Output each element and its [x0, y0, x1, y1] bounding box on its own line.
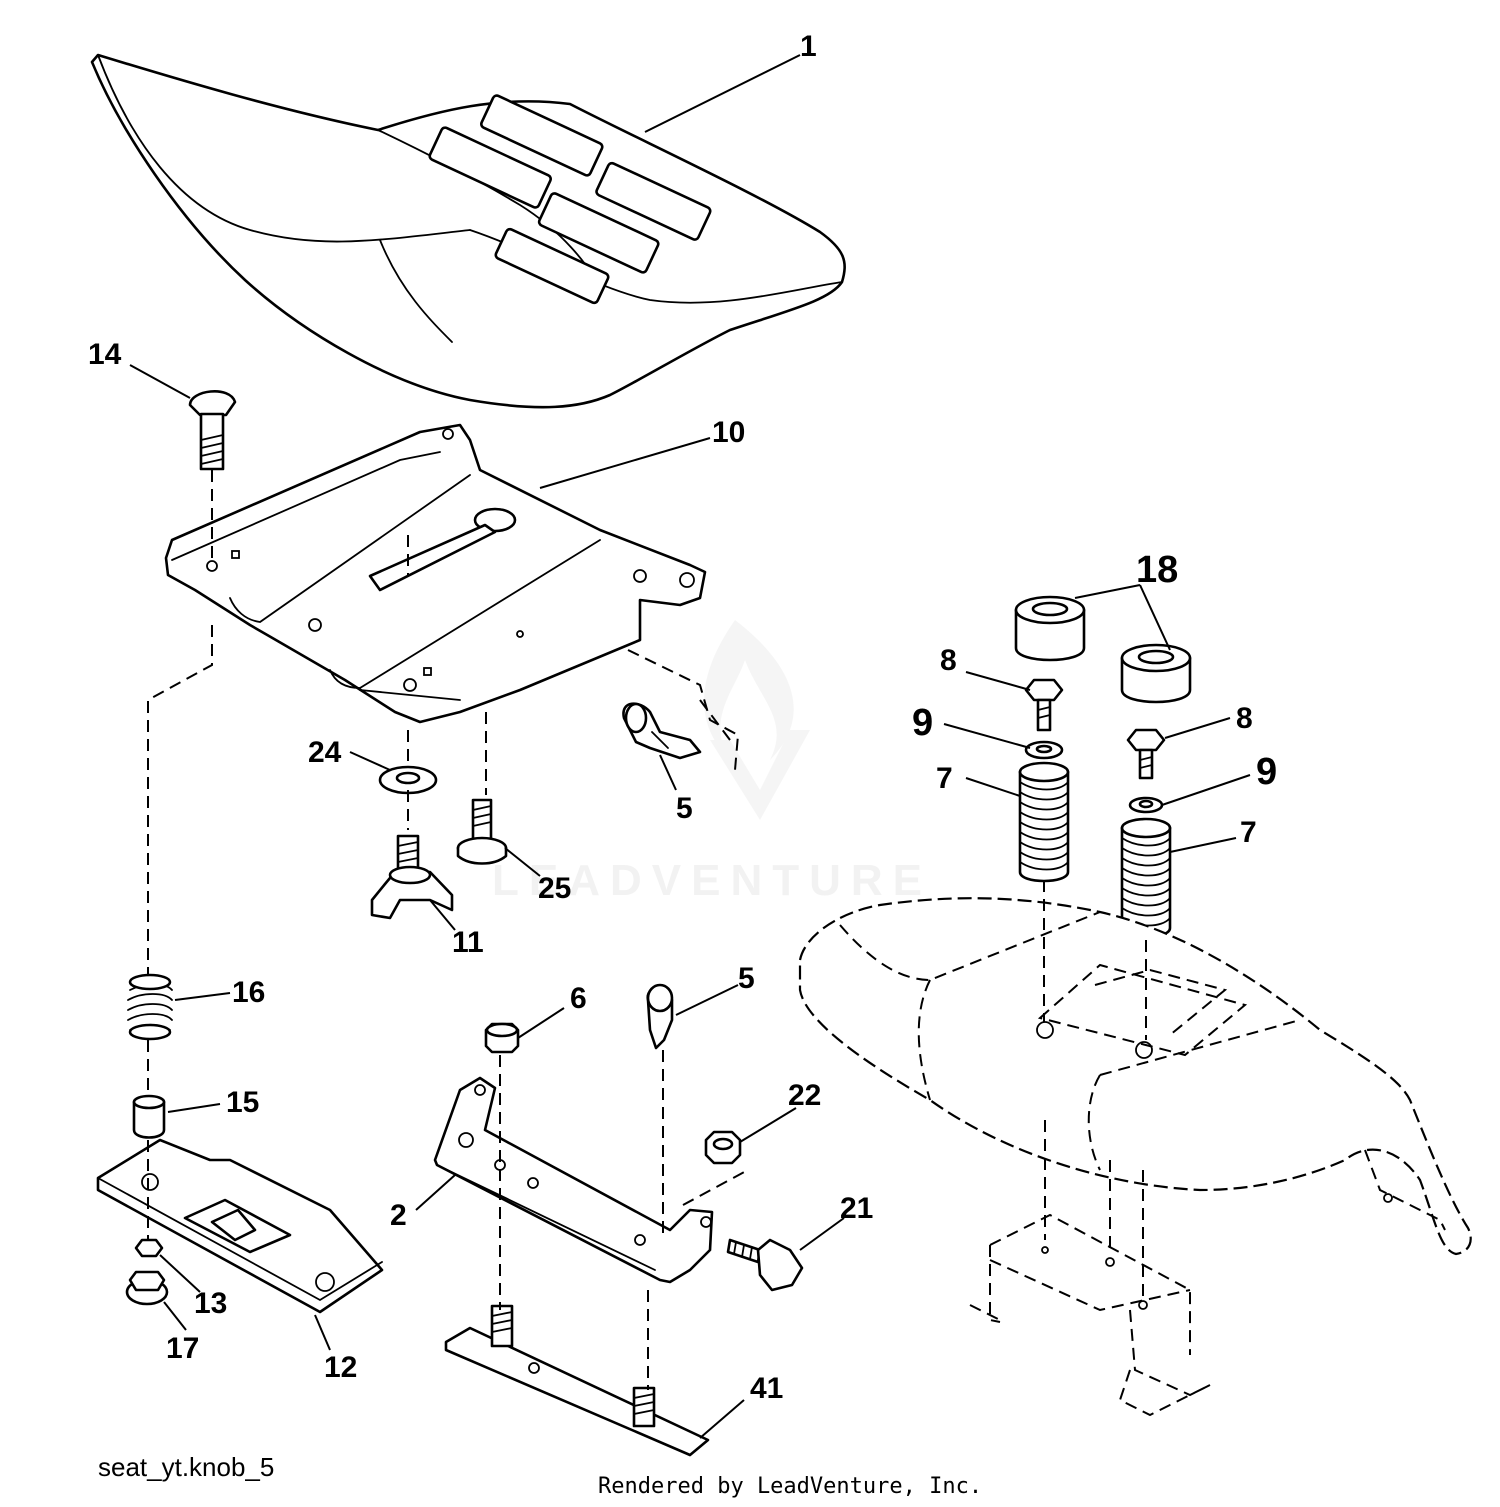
callout-bumper: 18 [1136, 549, 1178, 591]
callout-spacer: 15 [226, 1086, 259, 1119]
nut-17 [125, 1270, 169, 1306]
bumper-right [1120, 643, 1192, 704]
nut-22 [704, 1130, 742, 1165]
callout-spring-right: 7 [1240, 816, 1257, 849]
nut-6 [484, 1022, 520, 1054]
leader-lines [129, 54, 1251, 1439]
frame-reference [969, 1213, 1211, 1417]
washer-right [1128, 796, 1164, 814]
callout-screw-right: 8 [1236, 702, 1253, 735]
callout-screw-left: 8 [940, 644, 957, 677]
callout-nut-22: 22 [788, 1079, 821, 1112]
callout-washer-right: 9 [1256, 751, 1277, 793]
callout-bolt-21: 21 [840, 1192, 873, 1225]
callout-stud-plate: 41 [750, 1372, 783, 1405]
callout-nut-13: 13 [194, 1287, 227, 1320]
adjustment-plate [96, 1138, 384, 1314]
watermark-text: LEADVENTURE [492, 856, 932, 905]
callouts: 1 10 14 24 25 11 5 16 15 12 13 17 6 5 2 … [88, 30, 1277, 1405]
callout-shoulder-bolt: 25 [538, 872, 571, 905]
callout-nut-6: 6 [570, 982, 587, 1015]
assembly-lines [147, 470, 1147, 1390]
diagram-code: seat_yt.knob_5 [98, 1452, 275, 1482]
seat [90, 53, 846, 409]
fender-reference [798, 897, 1472, 1256]
seat-bracket [433, 1076, 714, 1284]
knob [370, 834, 454, 920]
callout-knob: 11 [452, 926, 484, 959]
callout-seat: 1 [800, 30, 817, 63]
callout-nut-17: 17 [166, 1332, 199, 1365]
shoulder-bolt [456, 798, 508, 865]
spring-16 [127, 973, 173, 1041]
screw-right [1126, 728, 1166, 780]
render-credit: Rendered by LeadVenture, Inc. [598, 1474, 983, 1499]
bolt-21 [726, 1238, 804, 1292]
callout-carriage-bolt: 14 [88, 338, 122, 371]
clip-lower [646, 983, 674, 1050]
watermark: LEADVENTURE [492, 620, 932, 905]
washer [378, 765, 438, 795]
spring-left [1018, 761, 1070, 883]
carriage-bolt [188, 390, 237, 471]
nut-13 [134, 1238, 164, 1258]
bumper-left [1014, 595, 1086, 662]
screw-left [1024, 678, 1064, 732]
spring-right [1120, 817, 1172, 939]
seat-pan [164, 423, 707, 724]
clip-upper [622, 702, 702, 760]
stud-plate [444, 1304, 710, 1457]
spacer [132, 1094, 166, 1139]
callout-spring-left: 7 [936, 762, 953, 795]
callout-clip-upper: 5 [676, 792, 693, 825]
callout-adjustment-plate: 12 [324, 1351, 357, 1384]
callout-clip-lower: 5 [738, 962, 755, 995]
callout-washer: 24 [308, 736, 342, 769]
washer-left [1024, 740, 1064, 760]
callout-seat-pan: 10 [712, 416, 745, 449]
callout-washer-left: 9 [912, 702, 933, 744]
callout-bracket: 2 [390, 1199, 407, 1232]
callout-spring-16: 16 [232, 976, 265, 1009]
